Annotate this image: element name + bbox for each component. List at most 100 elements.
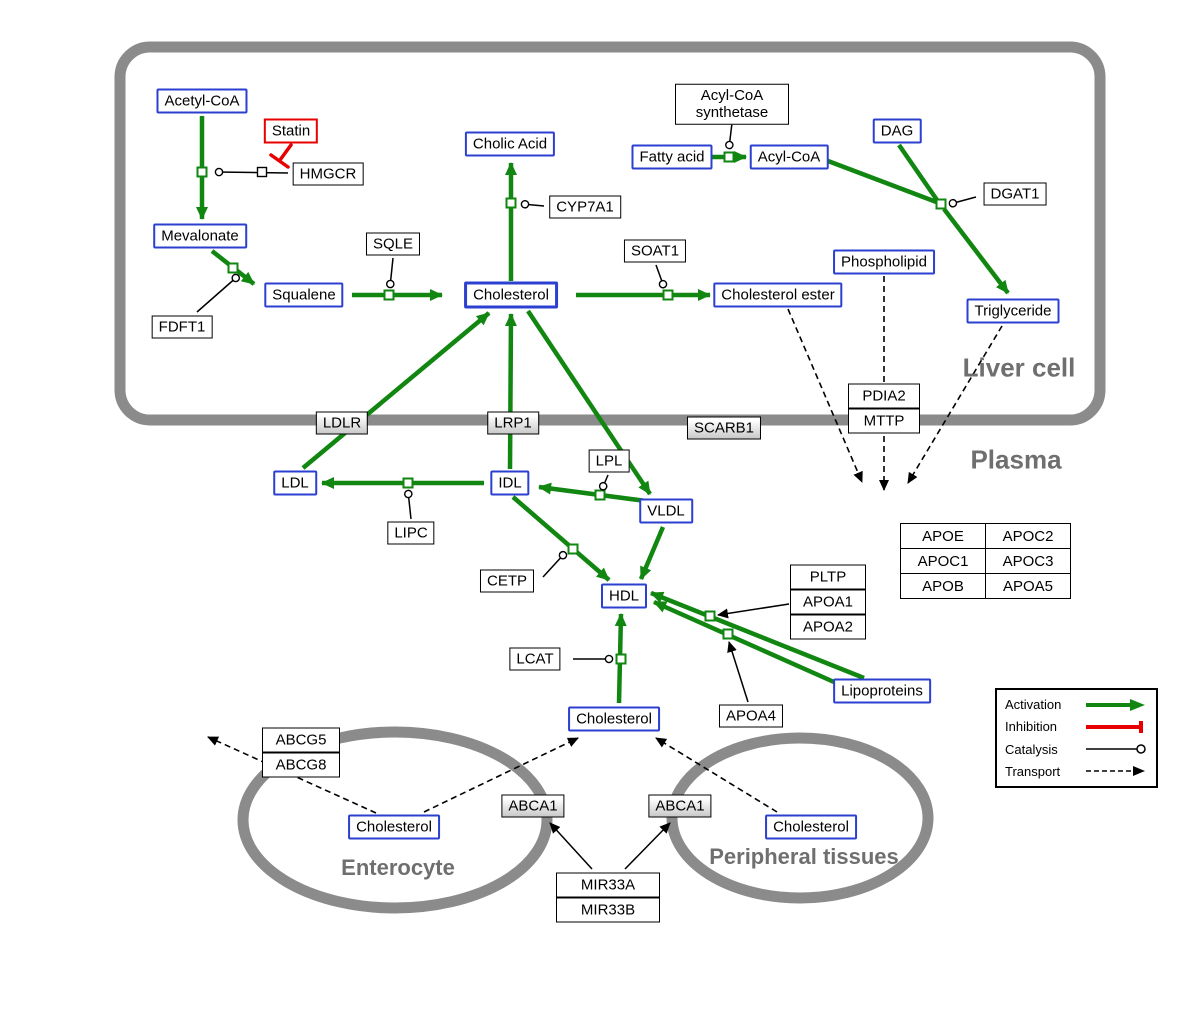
apo-cell: APOC3: [985, 548, 1071, 574]
apo-cell: APOB: [900, 573, 986, 599]
catalysis-hmgcr: [214, 167, 289, 177]
node-apoa2: APOA2: [790, 614, 866, 640]
node-apoa4: APOA4: [718, 704, 784, 728]
node-lcat: LCAT: [509, 647, 561, 671]
apo-cell: APOA5: [985, 573, 1071, 599]
legend-activation-label: Activation: [1005, 697, 1062, 712]
transport-enterocyte-plasma: [423, 737, 579, 813]
node-acyl-coa: Acyl-CoA: [749, 144, 829, 170]
catalysis-cyp7a1: [520, 199, 545, 209]
legend-row-catalysis: Catalysis: [1005, 742, 1148, 757]
transport-cholesterolester-plasma: [787, 308, 863, 483]
node-fdft1: FDFT1: [151, 315, 213, 339]
node-hmgcr: HMGCR: [292, 162, 364, 186]
edge-vldl-idl: [538, 482, 647, 504]
edge-lipoproteins-hdl-2: [650, 590, 865, 681]
transport-dashed-arrow-icon: [1086, 766, 1145, 777]
enterocyte-membrane: [237, 726, 553, 914]
reaction-node: [196, 166, 208, 178]
reaction-node: [383, 289, 395, 301]
node-acyl-coa-synthetase: Acyl-CoA synthetase: [675, 83, 789, 125]
legend-inhibition-label: Inhibition: [1005, 719, 1058, 735]
node-statin: Statin: [263, 118, 319, 144]
apo-cell: APOC1: [900, 548, 986, 574]
reaction-node: [402, 477, 414, 489]
peripheral-tissues-membrane: [666, 732, 934, 904]
edge-junction-triglyceride: [942, 207, 1010, 295]
edge-cholesterol-vldl: [526, 309, 652, 496]
node-acetyl-coa: Acetyl-CoA: [156, 88, 248, 114]
legend: Activation Inhibition Catalysis Transpor…: [995, 688, 1158, 788]
catalysis-cetp: [542, 550, 568, 578]
edge-ldl-cholesterol-via-ldlr: [301, 311, 491, 470]
node-lipoproteins: Lipoproteins: [833, 678, 931, 704]
apolipoprotein-table: APOE APOC2 APOC1 APOC3 APOB APOA5: [900, 523, 1071, 599]
node-vldl: VLDL: [639, 498, 693, 524]
node-hdl: HDL: [600, 583, 648, 609]
node-idl: IDL: [490, 470, 530, 496]
node-lipc: LIPC: [387, 521, 435, 545]
reaction-node: [935, 198, 947, 210]
enterocyte-label: Enterocyte: [341, 855, 455, 880]
reaction-node: [615, 653, 627, 665]
node-squalene: Squalene: [264, 282, 344, 308]
node-abca1-peripheral: ABCA1: [648, 794, 712, 818]
node-lpl: LPL: [588, 449, 630, 473]
node-fatty-acid: Fatty acid: [631, 144, 713, 170]
catalysis-fdft1: [196, 273, 241, 313]
legend-row-inhibition: Inhibition: [1005, 719, 1148, 734]
node-cholesterol-liver: Cholesterol: [464, 281, 558, 309]
inhibition-statin-tbar: [269, 153, 290, 169]
node-cholesterol-ester: Cholesterol ester: [713, 282, 843, 308]
node-cholesterol-plasma: Cholesterol: [568, 706, 660, 732]
node-mir33b: MIR33B: [556, 897, 660, 923]
node-abcg8: ABCG8: [262, 752, 340, 778]
edge-dag-dgat1-junction: [897, 143, 939, 202]
edge-idl-hdl: [511, 495, 611, 582]
node-abca1-enterocyte: ABCA1: [501, 794, 565, 818]
legend-catalysis-label: Catalysis: [1005, 741, 1058, 757]
peripheral-tissues-label: Peripheral tissues: [709, 844, 899, 869]
node-phospholipid: Phospholipid: [833, 249, 935, 275]
catalysis-soat1: [655, 264, 668, 289]
node-cholic-acid: Cholic Acid: [464, 131, 556, 157]
node-ldlr: LDLR: [315, 411, 369, 435]
node-mevalonate: Mevalonate: [153, 223, 247, 249]
catalysis-lpl: [598, 474, 609, 491]
arrow-apoa4-hdl: [727, 641, 749, 703]
catalysis-lipc: [404, 489, 413, 520]
node-scarb1: SCARB1: [686, 416, 762, 440]
node-cyp7a1: CYP7A1: [549, 195, 621, 219]
node-mttp: MTTP: [848, 408, 920, 434]
node-apoa1: APOA1: [790, 589, 866, 615]
legend-row-activation: Activation: [1005, 697, 1148, 712]
catalysis-circle-icon: [1086, 744, 1146, 754]
reaction-node: [722, 628, 734, 640]
reaction-node: [594, 489, 606, 501]
edge-lipoproteins-hdl-1: [653, 599, 835, 685]
node-ldl: LDL: [273, 470, 317, 496]
legend-transport-label: Transport: [1005, 763, 1061, 779]
node-triglyceride: Triglyceride: [966, 298, 1060, 324]
node-dgat1: DGAT1: [983, 182, 1047, 206]
node-cholesterol-peripheral: Cholesterol: [765, 814, 857, 840]
transport-peripheral-plasma: [655, 737, 778, 813]
inhibition-statin-hmgcr: [278, 143, 293, 162]
node-pdia2: PDIA2: [848, 383, 920, 409]
inhibition-tbar-icon: [1086, 720, 1143, 733]
catalysis-sqle: [386, 257, 395, 289]
node-pltp: PLTP: [790, 564, 866, 590]
legend-row-transport: Transport: [1005, 764, 1148, 779]
node-soat1: SOAT1: [623, 239, 687, 263]
reaction-node: [704, 610, 716, 622]
edge-vldl-hdl: [638, 526, 666, 580]
catalysis-acyl-coa-synthetase: [725, 122, 734, 150]
node-sqle: SQLE: [365, 232, 421, 256]
node-mir33a: MIR33A: [556, 872, 660, 898]
apo-cell: APOC2: [985, 523, 1071, 549]
reaction-node: [227, 262, 239, 274]
liver-cell-membrane: [114, 41, 1106, 426]
arrow-mir33-abca1-peripheral: [624, 822, 671, 870]
